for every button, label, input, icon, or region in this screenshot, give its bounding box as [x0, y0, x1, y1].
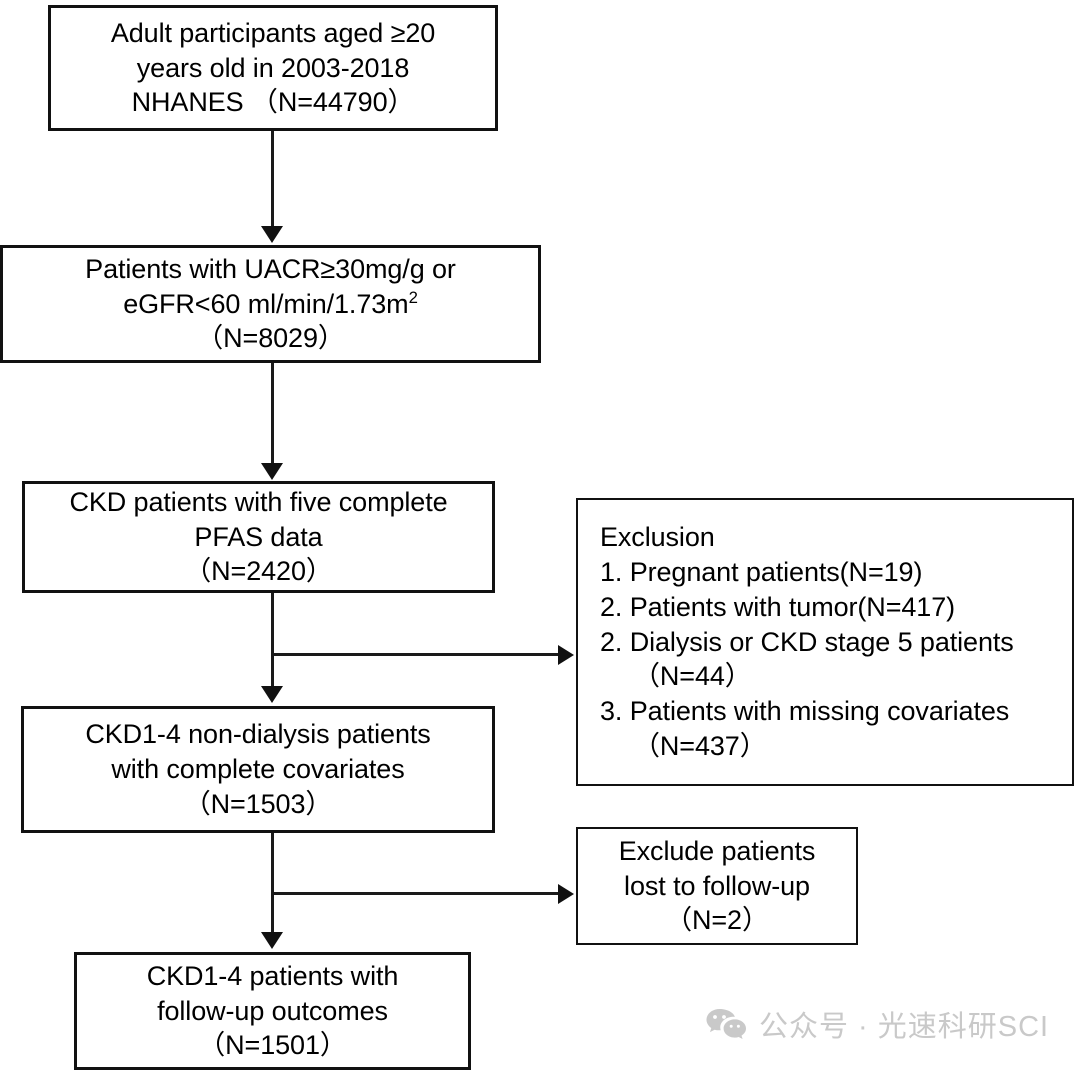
node-exclusion-list: Exclusion 1. Pregnant patients(N=19) 2. …: [576, 498, 1074, 786]
exclusion-item-2: 2. Patients with tumor(N=417): [600, 591, 956, 622]
wechat-icon: [705, 1007, 747, 1041]
node-nondialysis-covariates-line-2: with complete covariates: [111, 754, 405, 785]
connector-4-to-5: [271, 833, 274, 934]
node-kidney-criteria-line-3: （N=8029）: [196, 323, 345, 354]
node-kidney-criteria-superscript: 2: [408, 287, 418, 307]
node-pfas-complete-line-3: （N=2420）: [184, 556, 333, 587]
watermark-text: 公众号 · 光速科研SCI: [759, 1011, 1050, 1043]
node-kidney-criteria: Patients with UACR≥30mg/g or eGFR<60 ml/…: [0, 245, 541, 363]
connector-3-to-4: [271, 593, 274, 688]
arrowhead-1-to-2: [261, 226, 283, 243]
branch-to-followup-exclusion: [271, 892, 561, 895]
watermark: 公众号 · 光速科研SCI: [705, 1003, 1049, 1045]
exclusion-item-1: 1. Pregnant patients(N=19): [600, 556, 923, 587]
exclusion-followup-line-1: Exclude patients: [618, 835, 816, 866]
branch-to-exclusion-list: [271, 653, 561, 656]
node-source-population-line-2: years old in 2003-2018: [136, 52, 410, 83]
exclusion-item-3-count: （N=44）: [633, 661, 752, 692]
exclusion-heading: Exclusion: [600, 522, 715, 553]
arrowhead-3-to-4: [261, 686, 283, 703]
node-nondialysis-covariates: CKD1-4 non-dialysis patients with comple…: [21, 706, 495, 833]
node-pfas-complete-line-1: CKD patients with five complete: [69, 486, 448, 517]
exclusion-item-4-count: （N=437）: [633, 731, 767, 762]
node-pfas-complete: CKD patients with five complete PFAS dat…: [22, 481, 495, 593]
node-followup-outcomes-line-2: follow-up outcomes: [157, 995, 388, 1026]
exclusion-followup-line-3: （N=2）: [665, 905, 769, 936]
arrowhead-2-to-3: [261, 463, 283, 480]
node-nondialysis-covariates-line-3: （N=1503）: [183, 788, 333, 819]
node-source-population: Adult participants aged ≥20 years old in…: [48, 5, 498, 131]
node-kidney-criteria-line-2-text: eGFR<60 ml/min/1.73m: [123, 288, 409, 319]
arrowhead-to-exclusion-list: [558, 645, 574, 665]
node-pfas-complete-line-2: PFAS data: [194, 521, 323, 552]
exclusion-item-4: 3. Patients with missing covariates: [600, 696, 1010, 727]
node-nondialysis-covariates-line-1: CKD1-4 non-dialysis patients: [85, 719, 431, 750]
arrowhead-4-to-5: [261, 932, 283, 949]
node-kidney-criteria-line-2: eGFR<60 ml/min/1.73m2: [123, 287, 418, 322]
node-source-population-line-1: Adult participants aged ≥20: [110, 17, 436, 48]
node-kidney-criteria-line-1: Patients with UACR≥30mg/g or: [85, 253, 456, 284]
exclusion-followup-line-2: lost to follow-up: [624, 870, 810, 901]
arrowhead-to-followup-exclusion: [558, 884, 574, 904]
node-source-population-line-3: NHANES （N=44790）: [131, 87, 415, 118]
connector-1-to-2: [271, 131, 274, 228]
node-followup-outcomes: CKD1-4 patients with follow-up outcomes …: [74, 952, 471, 1070]
exclusion-item-3: 2. Dialysis or CKD stage 5 patients: [600, 626, 1014, 657]
node-followup-outcomes-line-3: （N=1501）: [198, 1030, 347, 1061]
node-followup-outcomes-line-1: CKD1-4 patients with: [146, 960, 399, 991]
node-exclusion-followup: Exclude patients lost to follow-up （N=2）: [576, 827, 858, 945]
connector-2-to-3: [271, 363, 274, 465]
